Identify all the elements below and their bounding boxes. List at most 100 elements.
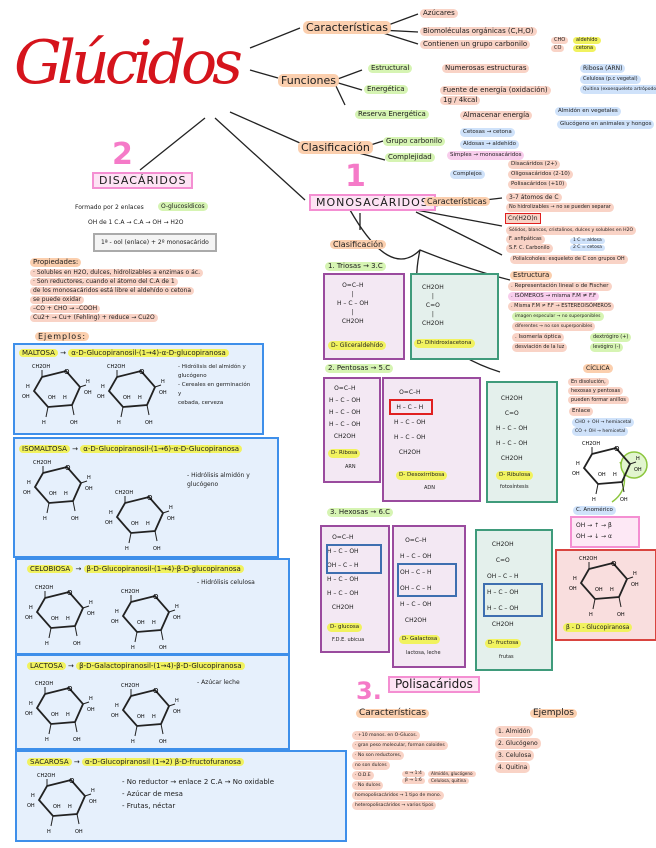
ring-label-oh: OH	[123, 395, 131, 401]
ring-label-oh: OH	[105, 520, 113, 526]
molecule-name: D- Ribulosa	[496, 471, 534, 480]
list-item: 2. Glucógeno	[495, 738, 541, 749]
complejos-item: Polisacáridos (+10)	[508, 180, 568, 189]
ode-item: β → 1:6	[402, 778, 425, 784]
ring-label-oh: OH	[572, 471, 580, 477]
list-item: H – C – OH	[329, 421, 361, 428]
molecule-note: F.D.E. ubicua	[332, 637, 365, 643]
ring-label-h: H	[633, 571, 637, 577]
funcion-reserva: Reserva Energética	[355, 110, 429, 119]
carbonilo-cho: CHO	[551, 37, 569, 44]
ring-label-oh: OH	[595, 587, 603, 593]
list-item: CH2OH	[341, 318, 364, 325]
ring-label-o: O	[153, 593, 159, 601]
ring-label-oh: OH	[48, 395, 56, 401]
ring-label-oh: OH	[167, 516, 175, 522]
ring-label-oh: OH	[87, 611, 95, 617]
mono-caracteristica: Polialcoholes: esqueleto de C con grupos…	[510, 255, 628, 264]
grupo-item: Aldosas → aldehído	[460, 140, 519, 149]
ring-label-oh: OH	[137, 714, 145, 720]
estructural-ejemplo: Celulosa (p.c vegetal)	[580, 75, 641, 84]
molecule-name: D- Desoxirribosa	[396, 471, 448, 480]
ring-label-oh: OH	[159, 645, 167, 651]
molecule-note: fotosíntesis	[500, 484, 529, 490]
ring-label-h: H	[131, 739, 135, 745]
enlace-item: CO + OH → hemicetal	[572, 427, 629, 436]
beta-glucopiranosa-label: β - D - Glucopiranosa	[563, 623, 633, 632]
complejos-item: Disacáridos (2+)	[508, 160, 561, 169]
ring-label-oh: OH	[153, 546, 161, 552]
disacaridos-reaccion: OH de 1 C.A → C.A → OH → H2O	[88, 219, 184, 226]
estructura-item: . ISÓMEROS → misma F.M ≠ F.F	[508, 292, 600, 301]
list-item: H – C – OH	[487, 589, 519, 596]
sacarosa-name: SACAROSA → α-D-Glucopiranosil (1→2) β-D-…	[27, 758, 245, 767]
ring-label-h: H	[610, 587, 614, 593]
ring-label-h: H	[125, 546, 129, 552]
hexosas-label: 3. Hexosas → 6.C	[327, 508, 394, 517]
ring-label-o: O	[67, 685, 73, 693]
disacaridos-formula-box: 1ª - ool (enlace) + 2º monosacárido	[93, 233, 217, 252]
ring-label-h: H	[66, 712, 70, 718]
estructura-item: . Isomería óptica	[512, 333, 564, 342]
enlace-label: Enlace	[569, 407, 594, 416]
ring-label-h: H	[117, 420, 121, 426]
anomerico-label: C. Anomérico	[573, 506, 616, 515]
list-item: –CO + CHO → –COOH	[30, 305, 101, 313]
mono-caracteristica: F. anfipáticas	[506, 235, 545, 244]
ring-label-ch2oh: CH2OH	[35, 585, 53, 591]
list-item: |	[431, 311, 434, 318]
ring-label-ch2oh: CH2OH	[579, 556, 597, 562]
mono-caracteristica: No hidrolizables → no se pueden separar	[506, 203, 614, 212]
ciclica-heading: CÍCLICA	[583, 364, 613, 373]
disacaridos-title: DISACÁRIDOS	[92, 172, 194, 189]
molecule-note: ARN	[345, 464, 356, 470]
complejos-item: Oligosacáridos (2-10)	[508, 170, 573, 179]
ring-label-h: H	[63, 395, 67, 401]
molecule-name: D- Dihidroxiacetona	[414, 339, 475, 348]
page-title: Glúcidos	[14, 28, 243, 98]
list-item: CH2OH	[500, 455, 523, 462]
list-item: |	[351, 309, 354, 316]
celobiosa-name: CELOBIOSA → β-D-Glucopiranosil-(1→4)-β-D…	[27, 565, 244, 574]
propiedades-list: · Solubles en H2O, dulces, hidrolizables…	[30, 269, 203, 323]
list-item: |	[351, 291, 354, 298]
list-item: H – C – OH	[327, 590, 359, 597]
enlace-item: CHO + OH → hemiacetal	[572, 418, 635, 427]
ring-label-o: O	[69, 777, 75, 785]
ring-label-oh: OH	[73, 641, 81, 647]
list-item: de los monosacáridos está libre el aldeh…	[30, 287, 195, 295]
ring-label-oh: OH	[25, 711, 33, 717]
monosacaridos-title: MONOSACÁRIDOS	[309, 194, 436, 211]
mono-caracteristica: Sólidos, blancos, cristalinos, dulces y …	[506, 226, 637, 235]
ring-label-o: O	[139, 368, 145, 376]
list-item: H – C – OH	[400, 553, 432, 560]
molecule-name: D- Galactosa	[399, 635, 441, 644]
estructural-ejemplo: Quitina (exoesqueleto artrópodos)	[580, 85, 656, 94]
caracteristica-item: Azúcares	[420, 9, 458, 18]
ring-label-oh: OH	[111, 619, 119, 625]
ring-label-oh: OH	[51, 616, 59, 622]
propiedades-heading: Propiedades:	[30, 258, 82, 267]
ring-label-oh: OH	[73, 737, 81, 743]
triosas-label: 1. Triosas → 3.C	[325, 262, 386, 271]
ring-label-oh: OH	[85, 486, 93, 492]
list-item: C=O	[495, 557, 510, 564]
ring-label-ch2oh: CH2OH	[582, 441, 600, 447]
ring-label-h: H	[64, 491, 68, 497]
list-item: CH2OH	[491, 621, 514, 628]
ring-label-oh: OH	[51, 712, 59, 718]
list-item: OH – C – H	[487, 573, 519, 580]
ring-label-oh: OH	[598, 472, 606, 478]
ring-label-ch2oh: CH2OH	[107, 364, 125, 370]
